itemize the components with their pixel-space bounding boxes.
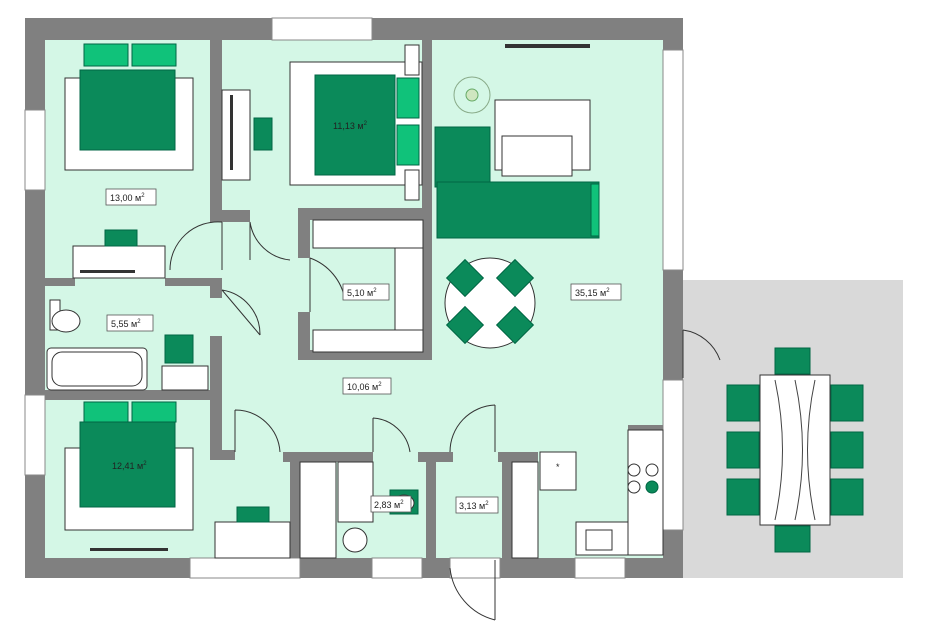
svg-text:5,10 м2: 5,10 м2 bbox=[347, 288, 377, 298]
door-swings bbox=[169, 221, 721, 621]
room-area-labels: 13,00 м2 11,13 м2 35,15 м2 5,55 м2 5,10 … bbox=[105, 117, 622, 514]
wc-fixtures bbox=[299, 461, 419, 559]
wardrobe-entrance bbox=[511, 461, 539, 559]
area-label-living: 35,15 м2 bbox=[570, 283, 622, 301]
kitchen-counter: * bbox=[539, 429, 664, 556]
dining-table-living bbox=[444, 257, 536, 349]
area-label-bedroom-1: 13,00 м2 bbox=[105, 188, 157, 206]
wardrobes-dressing bbox=[312, 219, 424, 353]
svg-text:11,13 м2: 11,13 м2 bbox=[333, 121, 368, 131]
svg-text:10,06 м2: 10,06 м2 bbox=[347, 382, 382, 392]
plant-icon bbox=[453, 76, 491, 114]
fridge-mark: * bbox=[556, 462, 560, 472]
bed-bedroom-1 bbox=[64, 43, 194, 171]
area-label-hall: 10,06 м2 bbox=[342, 377, 392, 395]
area-label-bathroom: 5,55 м2 bbox=[106, 314, 154, 332]
sofa-living bbox=[434, 99, 600, 239]
svg-text:13,00 м2: 13,00 м2 bbox=[110, 193, 145, 203]
area-label-bedroom-3: 12,41 м2 bbox=[108, 457, 156, 473]
area-label-dressing: 5,10 м2 bbox=[342, 283, 390, 301]
area-label-entrance: 3,13 м2 bbox=[455, 496, 499, 514]
terrace-dining-set bbox=[726, 347, 864, 553]
bathroom-fixtures bbox=[46, 299, 209, 391]
tv-living bbox=[505, 44, 590, 48]
svg-text:35,15 м2: 35,15 м2 bbox=[575, 288, 610, 298]
windows bbox=[24, 17, 684, 579]
svg-text:12,41 м2: 12,41 м2 bbox=[112, 461, 147, 471]
desk-bedroom-3 bbox=[90, 506, 291, 559]
svg-text:5,55 м2: 5,55 м2 bbox=[111, 319, 141, 329]
area-label-bedroom-2: 11,13 м2 bbox=[329, 117, 379, 133]
desk-bedroom-1 bbox=[72, 229, 166, 279]
interior-walls bbox=[45, 40, 663, 558]
desk-bedroom-2 bbox=[221, 89, 273, 181]
svg-text:3,13 м2: 3,13 м2 bbox=[459, 501, 489, 511]
svg-text:2,83 м2: 2,83 м2 bbox=[374, 500, 404, 510]
area-label-wc: 2,83 м2 bbox=[370, 495, 412, 513]
